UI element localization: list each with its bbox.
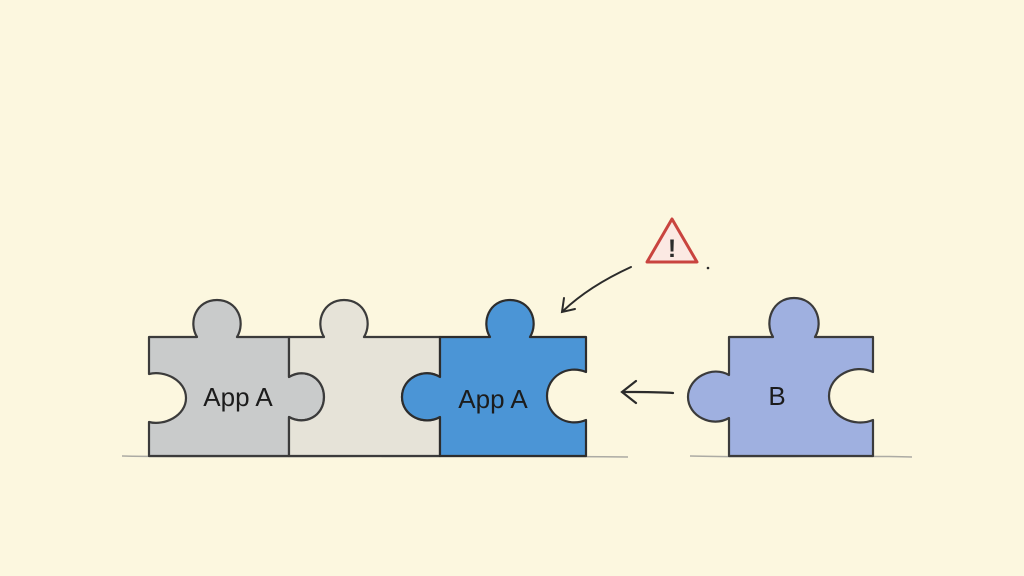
puzzle-piece-3-shape [400, 298, 588, 458]
warning-triangle-icon: ! [645, 217, 710, 270]
puzzle-piece-1-label: App A [203, 382, 273, 412]
puzzle-piece-1: App A [147, 298, 326, 458]
arrow-left-icon [620, 379, 675, 405]
puzzle-piece-4-shape [686, 296, 875, 458]
puzzle-piece-3-label: App A [458, 384, 528, 414]
puzzle-piece-3: App A [400, 298, 588, 458]
puzzle-piece-4: B [686, 296, 875, 458]
warning-arrow-icon [560, 266, 632, 314]
warning-symbol: ! [668, 235, 676, 263]
puzzle-piece-4-label: B [768, 381, 785, 411]
